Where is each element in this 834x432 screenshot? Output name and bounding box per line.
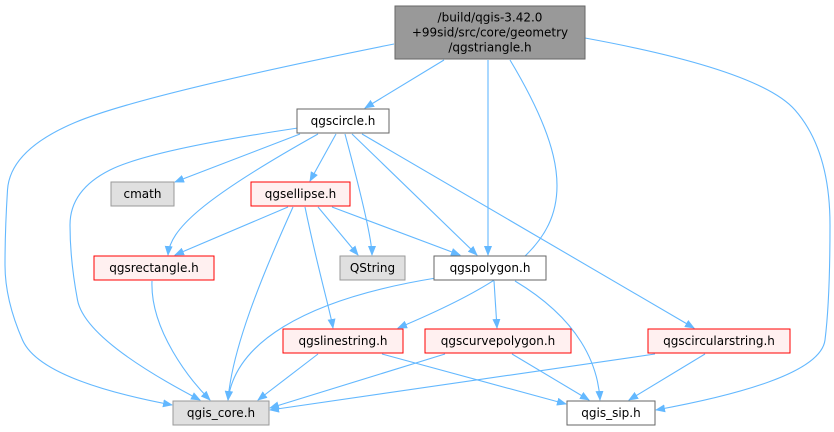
node-label-qgscircle: qgscircle.h [311,114,376,128]
edge-qgspolygon-to-qgis_core [225,277,437,401]
node-box-qgslinestring [282,328,404,354]
node-box-root [394,5,586,60]
node-box-qgscircularstring [647,328,791,354]
node-label-cmath: cmath [124,187,162,201]
edge-qgsellipse-to-qgspolygon [331,206,461,256]
edge-qgscircle-to-qgis_core [69,127,299,401]
node-box-qgsrectangle [93,255,215,281]
node-qgsellipse[interactable]: qgsellipse.h [250,181,351,207]
node-qgis_sip[interactable]: qgis_sip.h [566,400,656,426]
edge-qgscircle-to-cmath [174,133,301,183]
edge-qgsellipse-to-qgsrectangle [174,206,289,256]
node-box-qgscurvepolygon [424,328,572,354]
edge-qgscircularstring-to-qgis_sip [628,353,706,401]
node-qgscircularstring[interactable]: qgscircularstring.h [647,328,791,354]
node-box-qgscircle [296,108,390,134]
edge-qgscurvepolygon-to-qgis_sip [511,353,590,401]
edge-root-to-qgis_core [4,43,395,408]
node-qgscircle[interactable]: qgscircle.h [296,108,390,134]
edge-qgspolygon-to-qgscurvepolygon [492,280,501,329]
node-qgscurvepolygon[interactable]: qgscurvepolygon.h [424,328,572,354]
node-box-qgsellipse [250,181,351,207]
node-label-qgis_core: qgis_core.h [187,406,255,420]
edge-qgscircularstring-to-qgis_core [269,353,656,413]
edge-qgsrectangle-to-qgis_core [151,280,211,401]
edge-qgscircle-to-qgscircularstring [361,133,695,329]
node-box-qgspolygon [433,255,547,281]
edge-qgsellipse-to-qgslinestring [304,206,336,329]
node-label-qgslinestring: qgslinestring.h [298,334,387,348]
node-label-qgsellipse: qgsellipse.h [265,187,337,201]
edge-root-to-qgscircle [364,59,445,109]
node-box-qstring [339,255,406,281]
edge-qgslinestring-to-qgis_core [257,353,319,401]
node-qgsrectangle[interactable]: qgsrectangle.h [93,255,215,281]
node-cmath[interactable]: cmath [110,181,175,207]
node-root[interactable]: /build/qgis-3.42.0+99sid/src/core/geomet… [394,5,586,60]
node-label-qgscircularstring: qgscircularstring.h [663,334,775,348]
edge-qgsellipse-to-qstring [317,206,359,256]
edge-qgslinestring-to-qgis_sip [381,353,567,406]
edge-qgscircle-to-qgsellipse [309,133,337,182]
node-box-qgis_sip [566,400,656,426]
node-label-root: /qgstriangle.h [448,41,531,55]
edge-qgspolygon-to-qgis_sip [514,280,604,401]
node-box-cmath [110,181,175,207]
node-qgis_core[interactable]: qgis_core.h [172,400,270,426]
edge-qgscircle-to-qgspolygon [351,133,478,256]
node-label-root: +99sid/src/core/geometry [412,26,568,40]
node-qstring[interactable]: QString [339,255,406,281]
node-label-root: /build/qgis-3.42.0 [438,11,543,25]
edge-root-to-qgis_sip [584,37,831,413]
node-label-qgspolygon: qgspolygon.h [450,261,531,275]
edge-qgscircle-to-qstring [344,133,376,256]
edge-qgscurvepolygon-to-qgis_core [269,353,446,410]
node-box-qgis_core [172,400,270,426]
node-label-qgsrectangle: qgsrectangle.h [109,261,199,275]
node-label-qstring: QString [350,261,395,275]
edge-root-to-qgslinestring [397,59,558,329]
node-label-qgscurvepolygon: qgscurvepolygon.h [441,334,556,348]
node-qgspolygon[interactable]: qgspolygon.h [433,255,547,281]
node-qgslinestring[interactable]: qgslinestring.h [282,328,404,354]
edge-qgsellipse-to-qgis_core [224,206,294,401]
node-label-qgis_sip: qgis_sip.h [581,406,640,420]
edge-qgscircle-to-qgsrectangle [164,133,319,256]
